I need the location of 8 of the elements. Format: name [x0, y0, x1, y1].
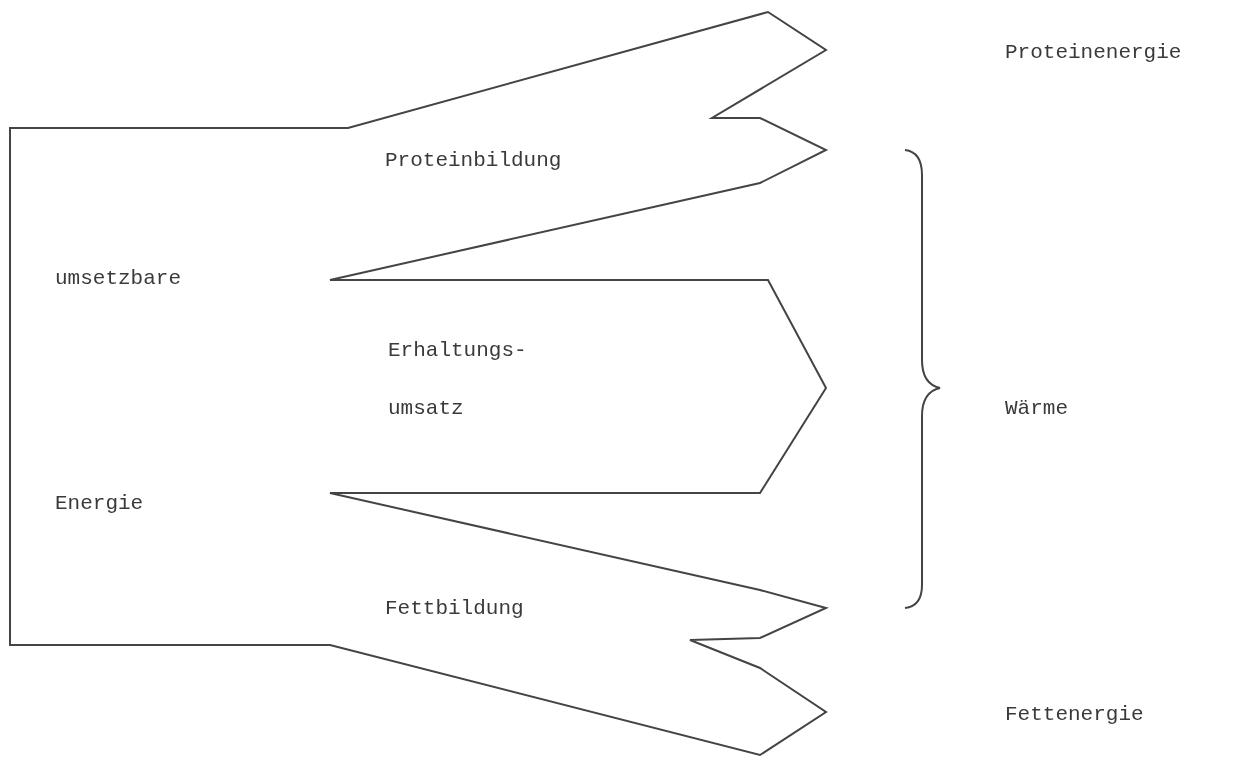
node-label: umsetzbare	[55, 266, 182, 292]
output-label: Proteinenergie	[1005, 40, 1182, 66]
node-label: Energie	[55, 490, 145, 516]
flow-label: Fettbildung	[385, 596, 524, 622]
flow-label: Erhaltungs- umsatz	[388, 322, 538, 438]
output-label: Fettenergie	[1005, 702, 1144, 728]
output-label: Wärme	[1005, 396, 1068, 422]
flow-label: Proteinbildung	[385, 148, 562, 174]
